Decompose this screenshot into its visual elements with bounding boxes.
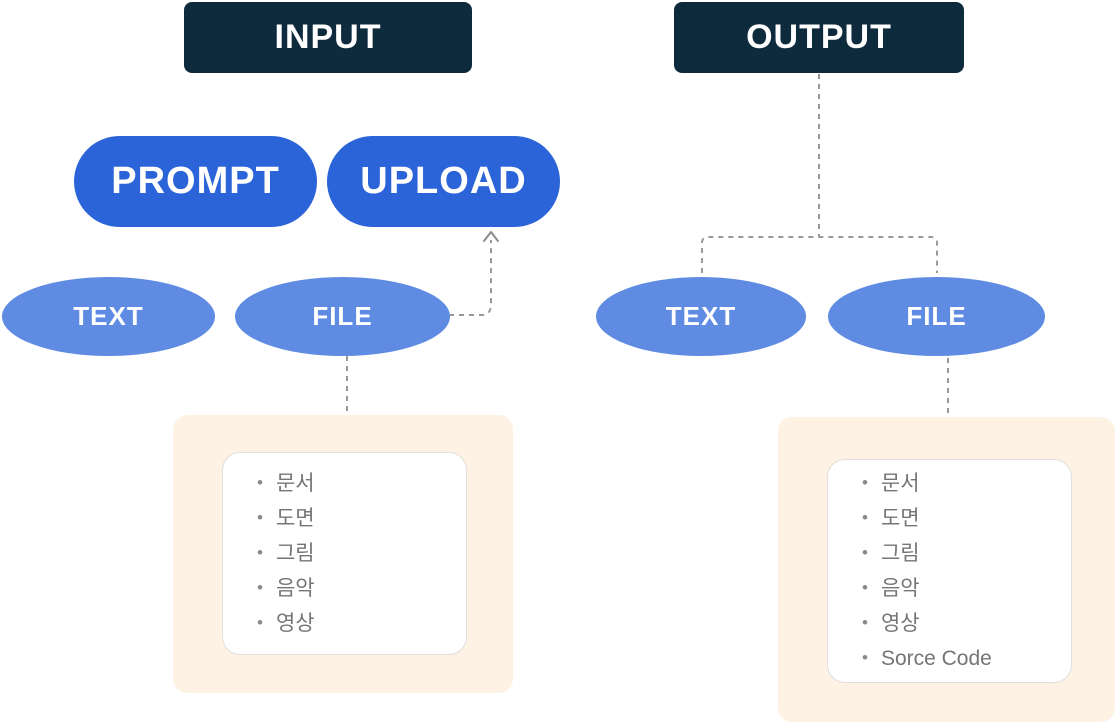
prompt-node: PROMPT xyxy=(74,136,317,227)
arrowhead-up-icon xyxy=(483,231,499,242)
input-text-node: TEXT xyxy=(2,277,215,356)
output-file-node: FILE xyxy=(828,277,1045,356)
input-file-types-card: 문서도면그림음악영상 xyxy=(222,452,467,655)
file-type-item: 그림 xyxy=(257,536,466,571)
input-file-types-list: 문서도면그림음악영상 xyxy=(223,466,466,641)
output-text-node: TEXT xyxy=(596,277,806,356)
file-type-item: Sorce Code xyxy=(862,641,1071,676)
file-type-item: 문서 xyxy=(257,466,466,501)
input-file-node: FILE xyxy=(235,277,450,356)
file-type-item: 영상 xyxy=(862,606,1071,641)
file-type-item: 그림 xyxy=(862,536,1071,571)
file-to-upload-line xyxy=(449,240,492,316)
output-file-types-list: 문서도면그림음악영상Sorce Code xyxy=(828,466,1071,676)
output-file-types-card: 문서도면그림음악영상Sorce Code xyxy=(827,459,1072,683)
file-type-item: 음악 xyxy=(862,571,1071,606)
output-branch-line xyxy=(701,236,938,273)
file-type-item: 문서 xyxy=(862,466,1071,501)
file-type-item: 도면 xyxy=(257,501,466,536)
input-header: INPUT xyxy=(184,2,472,73)
output-header: OUTPUT xyxy=(674,2,964,73)
file-type-item: 도면 xyxy=(862,501,1071,536)
upload-node: UPLOAD xyxy=(327,136,560,227)
file-type-item: 음악 xyxy=(257,571,466,606)
file-type-item: 영상 xyxy=(257,606,466,641)
